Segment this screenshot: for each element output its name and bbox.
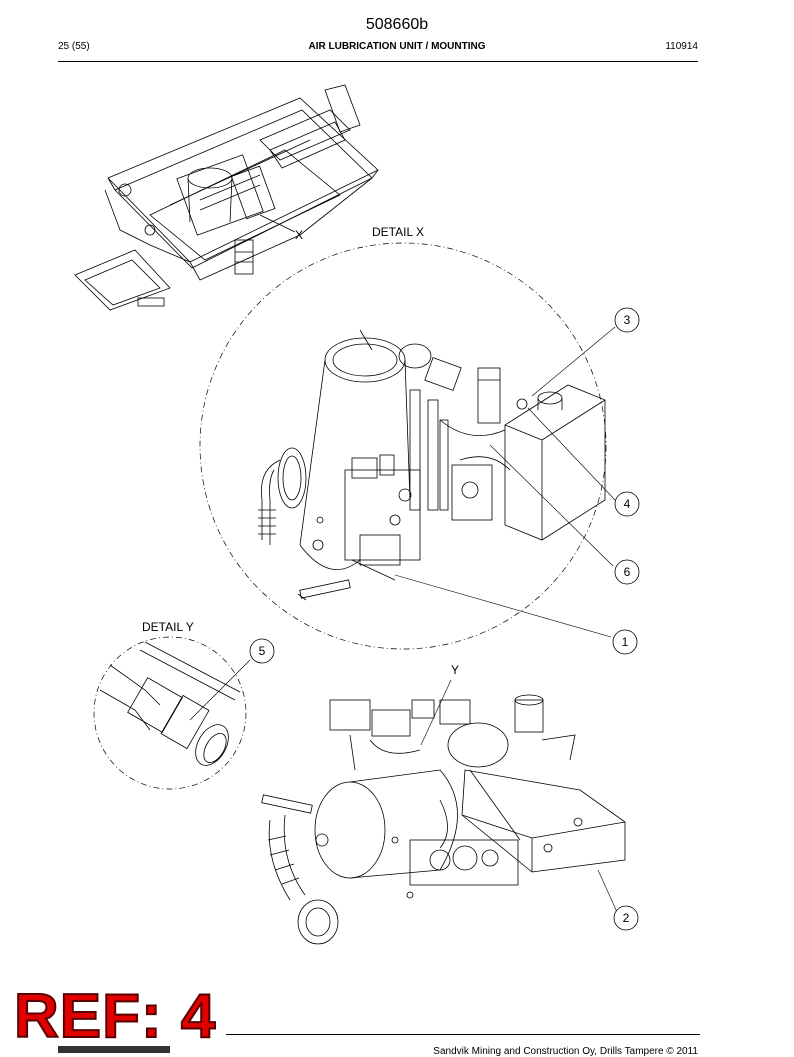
- callout-4: 4: [614, 491, 640, 517]
- page-count: 25 (55): [58, 41, 90, 52]
- leader-lines: [189, 326, 618, 913]
- callout-6: 6: [614, 559, 640, 585]
- brand-logo-strip: [58, 1046, 170, 1053]
- callout-2-number: 2: [623, 911, 630, 925]
- assembly-drawing: [261, 694, 626, 945]
- callout-1-number: 1: [622, 635, 629, 649]
- document-date: 110914: [665, 41, 698, 52]
- callout-2: 2: [613, 905, 639, 931]
- page-title: AIR LUBRICATION UNIT / MOUNTING: [308, 41, 486, 52]
- callout-6-number: 6: [624, 565, 631, 579]
- callout-3: 3: [614, 307, 640, 333]
- header-rule: [58, 61, 698, 62]
- detail-x-boundary: [199, 242, 607, 650]
- marker-x-label: X: [295, 228, 303, 242]
- detail-x-title: DETAIL X: [372, 225, 424, 239]
- marker-y-label: Y: [451, 663, 459, 677]
- footer-rule: [226, 1034, 700, 1035]
- detail-y-title: DETAIL Y: [142, 620, 194, 634]
- overview-machine-drawing: [74, 84, 379, 311]
- detail-y-drawing: [99, 641, 241, 766]
- detail-x-drawing: [258, 329, 606, 601]
- document-number: 508660b: [365, 16, 429, 33]
- detail-y-boundary: [93, 636, 247, 790]
- callouts: 3 4 6 1 5 2: [249, 307, 640, 931]
- callout-3-number: 3: [624, 313, 631, 327]
- callout-1: 1: [612, 629, 638, 655]
- callout-5: 5: [249, 638, 275, 664]
- ref-stamp: REF: 4: [13, 982, 217, 1051]
- copyright-notice: Sandvik Mining and Construction Oy, Dril…: [433, 1046, 698, 1057]
- callout-4-number: 4: [624, 497, 631, 511]
- callout-5-number: 5: [259, 644, 266, 658]
